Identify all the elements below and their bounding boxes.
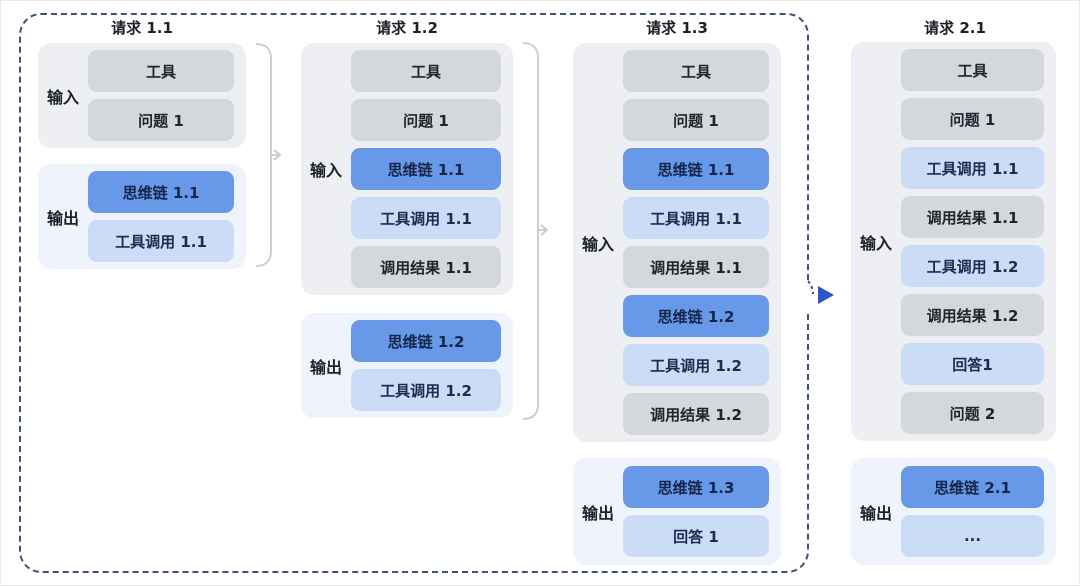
output-box-stack: 思维链 1.3 回答 1: [623, 458, 781, 565]
request-2-1-output-group: 输出 思维链 2.1 ...: [851, 458, 1056, 565]
tool-box: 工具: [351, 50, 501, 92]
question-1-box: 问题 1: [901, 98, 1044, 140]
call-result-1-1-box: 调用结果 1.1: [623, 246, 769, 288]
output-label: 输出: [581, 503, 614, 523]
ellipsis-box: ...: [901, 515, 1044, 557]
input-box-stack: 工具 问题 1: [88, 43, 246, 148]
input-box-stack: 工具 问题 1 工具调用 1.1 调用结果 1.1 工具调用 1.2 调用结果 …: [901, 42, 1056, 441]
cot-1-1-box: 思维链 1.1: [88, 171, 234, 213]
output-box-stack: 思维链 1.2 工具调用 1.2: [351, 313, 513, 418]
tool-box: 工具: [88, 50, 234, 92]
cot-1-2-box: 思维链 1.2: [623, 295, 769, 337]
call-result-1-1-box: 调用结果 1.1: [901, 196, 1044, 238]
cot-2-1-box: 思维链 2.1: [901, 466, 1044, 508]
request-1-1-input-group: 输入 工具 问题 1: [38, 43, 246, 148]
tool-call-1-2-box: 工具调用 1.2: [623, 344, 769, 386]
request-1-2-input-group: 输入 工具 问题 1 思维链 1.1 工具调用 1.1 调用结果 1.1: [301, 43, 513, 295]
next-turn-dashed-arrow-icon: [805, 280, 834, 310]
input-label: 输入: [581, 234, 614, 254]
input-label: 输入: [46, 87, 79, 107]
tool-call-1-1-box: 工具调用 1.1: [351, 197, 501, 239]
tool-call-1-1-box: 工具调用 1.1: [901, 147, 1044, 189]
tool-call-1-2-box: 工具调用 1.2: [901, 245, 1044, 287]
question-1-box: 问题 1: [351, 99, 501, 141]
question-2-box: 问题 2: [901, 392, 1044, 434]
cot-1-3-box: 思维链 1.3: [623, 466, 769, 508]
tool-call-1-1-box: 工具调用 1.1: [88, 220, 234, 262]
request-1-3-output-group: 输出 思维链 1.3 回答 1: [573, 458, 781, 565]
output-box-stack: 思维链 1.1 工具调用 1.1: [88, 164, 246, 269]
merge-brace-arrow-2: [522, 42, 549, 420]
call-result-1-2-box: 调用结果 1.2: [623, 393, 769, 435]
merge-brace-arrow-1: [255, 43, 282, 267]
tool-call-1-1-box: 工具调用 1.1: [623, 197, 769, 239]
answer-1-box: 回答1: [901, 343, 1044, 385]
tool-box: 工具: [901, 49, 1044, 91]
request-1-2-output-group: 输出 思维链 1.2 工具调用 1.2: [301, 313, 513, 418]
output-label: 输出: [309, 357, 342, 377]
answer-1-box: 回答 1: [623, 515, 769, 557]
call-result-1-1-box: 调用结果 1.1: [351, 246, 501, 288]
request-1-1-title: 请求 1.1: [111, 19, 173, 37]
request-1-2-title: 请求 1.2: [376, 19, 438, 37]
call-result-1-2-box: 调用结果 1.2: [901, 294, 1044, 336]
output-label: 输出: [859, 503, 892, 523]
input-label: 输入: [309, 161, 342, 180]
request-1-1-output-group: 输出 思维链 1.1 工具调用 1.1: [38, 164, 246, 269]
output-label: 输出: [46, 208, 79, 228]
output-box-stack: 思维链 2.1 ...: [901, 458, 1056, 565]
input-box-stack: 工具 问题 1 思维链 1.1 工具调用 1.1 调用结果 1.1: [351, 43, 513, 295]
cot-1-1-box: 思维链 1.1: [351, 148, 501, 190]
tool-call-1-2-box: 工具调用 1.2: [351, 369, 501, 411]
question-1-box: 问题 1: [623, 99, 769, 141]
cot-1-2-box: 思维链 1.2: [351, 320, 501, 362]
input-box-stack: 工具 问题 1 思维链 1.1 工具调用 1.1 调用结果 1.1 思维链 1.…: [623, 43, 781, 442]
request-2-1-input-group: 输入 工具 问题 1 工具调用 1.1 调用结果 1.1 工具调用 1.2 调用…: [851, 42, 1056, 441]
tool-box: 工具: [623, 50, 769, 92]
input-label: 输入: [859, 233, 892, 253]
question-1-box: 问题 1: [88, 99, 234, 141]
request-1-3-title: 请求 1.3: [646, 19, 708, 37]
request-2-1-title: 请求 2.1: [924, 19, 986, 37]
request-1-3-input-group: 输入 工具 问题 1 思维链 1.1 工具调用 1.1 调用结果 1.1 思维链…: [573, 43, 781, 442]
cot-1-1-box: 思维链 1.1: [623, 148, 769, 190]
